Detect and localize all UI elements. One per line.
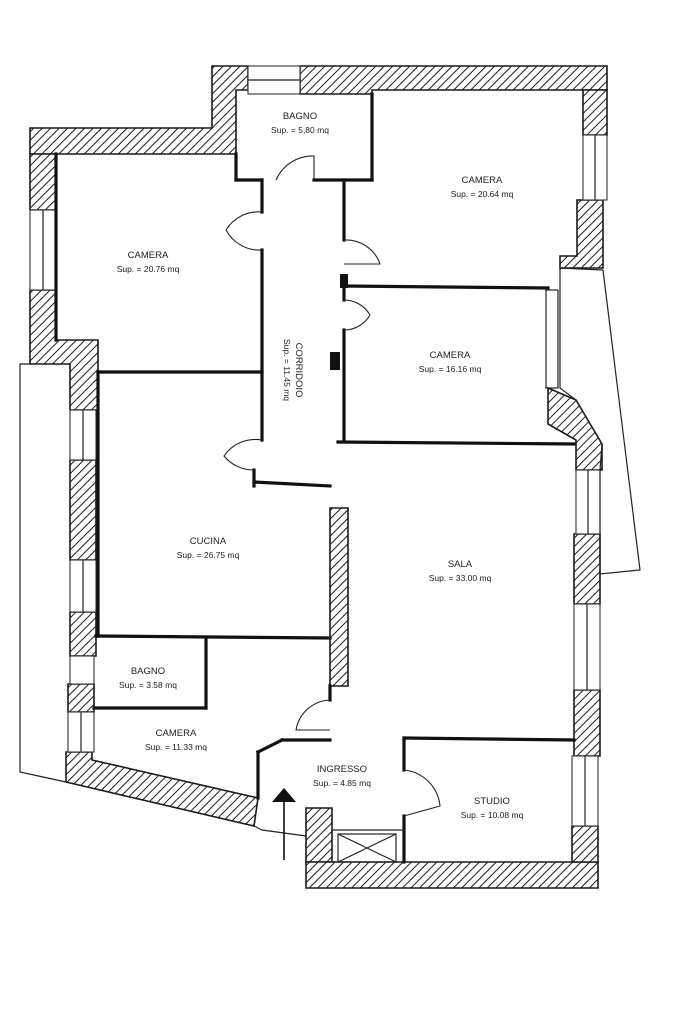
windows [29,65,608,827]
wall-top-right [299,65,608,95]
room-area-ingresso: Sup. = 4.85 mq [313,778,371,788]
wall-left-cucina [69,459,97,561]
room-area-bagno-small: Sup. = 3.58 mq [119,680,177,690]
wall-left-mid [29,289,99,411]
room-name-camera-sw: CAMERA [156,728,197,739]
cross-box-icon [332,829,404,863]
room-name-ingresso: INGRESSO [317,764,367,775]
wall-left-lower [67,683,95,713]
wall-right-upper [582,89,608,136]
wall-right-upper2 [559,199,604,269]
radiator-mark-2 [340,274,348,288]
room-name-corridoio: CORRIDOIO [293,343,304,398]
balcony-right [559,267,641,575]
window-balcony-door [545,289,559,389]
room-area-sala: Sup. = 33.00 mq [429,573,492,583]
room-area-camera-e: Sup. = 16.16 mq [419,364,482,374]
room-area-camera-nw: Sup. = 20.76 mq [117,264,180,274]
arrow-up-icon [272,788,296,860]
room-area-bagno-top: Sup. = 5,80 mq [271,125,329,135]
wall-entrance-left [305,807,333,863]
room-area-corridoio: Sup. = 11.45 mq [282,339,292,401]
entrance-outline [253,825,307,837]
wall-bottom [305,861,599,889]
room-name-cucina: CUCINA [190,536,227,547]
door-camera-sw [295,699,331,731]
room-name-camera-ne: CAMERA [462,175,503,186]
wall-left-bagno [69,611,97,657]
wall-right-sala-mid [573,533,601,605]
door-bagno-top [275,155,315,181]
wall-bottom-left [65,751,259,827]
room-area-cucina: Sup. = 26.75 mq [177,550,240,560]
door-camera-ne [343,239,381,265]
room-name-bagno-top: BAGNO [283,111,317,122]
room-name-camera-nw: CAMERA [128,250,169,261]
wall-right-studio [571,825,599,863]
balcony-left [19,363,67,783]
door-studio [403,769,441,817]
door-cucina [223,438,263,471]
room-area-studio: Sup. = 10.08 mq [461,810,524,820]
interior-walls [54,92,576,864]
room-labels: BAGNO Sup. = 5,80 mq CAMERA Sup. = 20.64… [117,111,524,820]
window-left-4 [69,655,95,685]
room-name-camera-e: CAMERA [430,350,471,361]
door-camera-e [343,299,371,331]
room-name-sala: SALA [448,559,473,570]
wall-top-left [29,65,249,155]
wall-cucina-sala [329,507,349,687]
room-area-camera-sw: Sup. = 11.33 mq [145,742,207,752]
room-name-bagno-small: BAGNO [131,666,165,677]
room-name-studio: STUDIO [474,796,510,807]
wall-right-sala-upper [547,386,603,471]
wall-right-sala-lower [573,689,601,757]
wall-left-upper [29,153,57,211]
radiator-mark [330,352,340,370]
room-area-camera-ne: Sup. = 20.64 mq [451,189,514,199]
doors [223,155,441,817]
balconies [19,267,641,837]
door-camera-nw [225,211,263,251]
